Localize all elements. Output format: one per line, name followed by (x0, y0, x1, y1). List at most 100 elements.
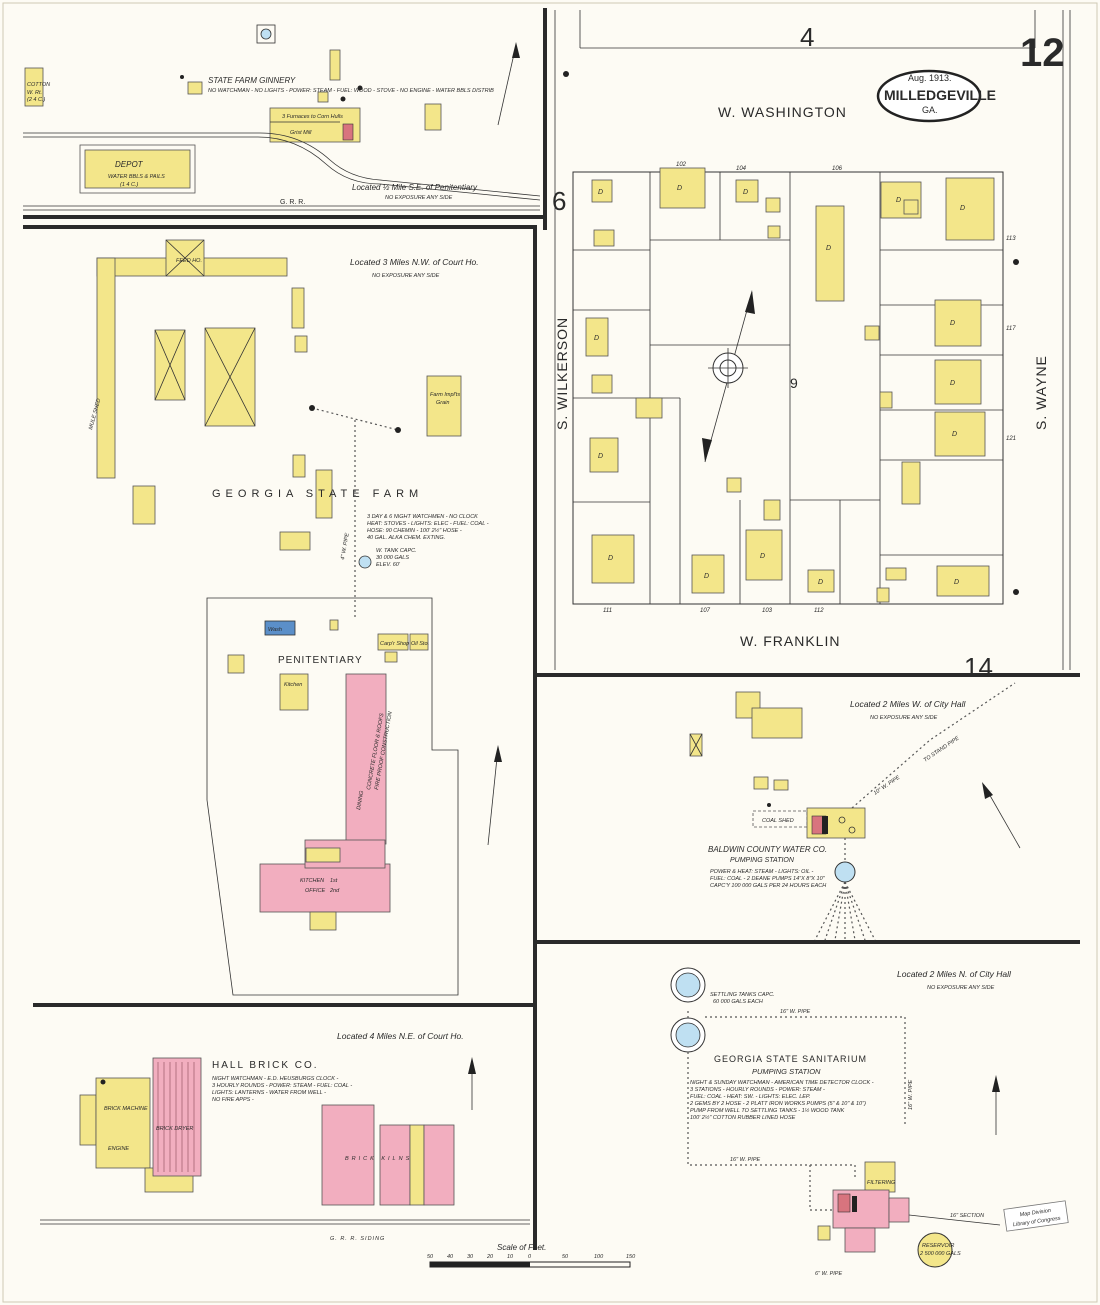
street-s-wilkerson: S. WILKERSON (554, 317, 570, 430)
kitchen-small-label: Kitchen (284, 682, 302, 688)
grain-label: Grain (436, 400, 449, 406)
reservoir-note: 2 500 000 GALS (919, 1251, 961, 1257)
svg-text:50: 50 (427, 1254, 434, 1260)
reservoir-label: RESERVOIR (922, 1243, 954, 1249)
engine-house (79, 1094, 97, 1146)
mule-shed (96, 257, 116, 479)
svg-text:D: D (960, 205, 965, 212)
hall-brick-note-4: NO FIRE APPS - (212, 1097, 254, 1103)
oil-storage (409, 633, 429, 651)
title-cartouche (876, 69, 982, 123)
svg-text:D: D (952, 431, 957, 438)
shed (901, 461, 921, 505)
sanitarium-pipe-3: 16" W. PIPE (730, 1157, 761, 1163)
scale-title: Scale of Feet. (497, 1243, 546, 1252)
svg-text:117: 117 (1006, 326, 1016, 332)
street-w-franklin: W. FRANKLIN (740, 633, 840, 649)
sanitarium-subtitle: PUMPING STATION (752, 1067, 821, 1076)
filtering-label: FILTERING (867, 1180, 896, 1186)
engine-label: ENGINE (108, 1146, 129, 1152)
north-arrow-icon (468, 1057, 476, 1110)
svg-text:104: 104 (736, 166, 747, 172)
shed (876, 587, 890, 603)
cotton-shed (24, 67, 44, 107)
sanitarium-note-4: 2 GEMS BY 2 HOSE - 2 PLATT IRON WORKS PU… (689, 1101, 866, 1107)
state-farm-title: GEORGIA STATE FARM (212, 488, 423, 500)
svg-text:40: 40 (447, 1254, 454, 1260)
dwelling-labels: D D D D D D D D D D D D D D D D (594, 185, 965, 586)
scale-bar: Scale of Feet. 50 40 30 20 10 0 50 100 1… (427, 1243, 636, 1268)
svg-text:D: D (677, 185, 682, 192)
svg-text:D: D (950, 320, 955, 327)
dwelling (815, 205, 845, 302)
section-label: 16" SECTION (950, 1213, 984, 1219)
brick-dryer-label: BRICK DRYER (156, 1126, 193, 1132)
ginnery-title: STATE FARM GINNERY (208, 76, 296, 85)
ginnery-outbuilding (424, 103, 442, 131)
address-labels: 102 104 106 111 107 103 112 113 117 121 (603, 162, 1016, 614)
well-icon (834, 861, 856, 883)
svg-text:106: 106 (832, 166, 843, 172)
water-co-panel: Located 2 Miles W. of City Hall NO EXPOS… (689, 682, 1021, 941)
farm-hose-note: HOSE: 90 CHEMIN - 100' 2½" HOSE - (367, 527, 462, 534)
svg-text:D: D (608, 555, 613, 562)
carpr-shop-label: Carp'r Shop (380, 641, 409, 647)
svg-text:D: D (598, 189, 603, 196)
svg-text:150: 150 (626, 1254, 636, 1260)
svg-text:D: D (896, 197, 901, 204)
lot-lines (573, 172, 1003, 604)
svg-text:112: 112 (814, 608, 824, 614)
svg-text:103: 103 (762, 608, 773, 614)
dwelling (589, 437, 619, 473)
sanitarium-note-3: FUEL: COAL - HEAT: SW. - LIGHTS: ELEC. L… (690, 1094, 810, 1100)
hall-brick-note-3: LIGHTS: LANTERNS - WATER FROM WELL - (212, 1090, 326, 1096)
adjoining-sheet-bottom: 14 (964, 652, 993, 682)
sheet-number: 12 (1020, 31, 1065, 75)
farm-implts-label: Farm Impl'ts (430, 392, 460, 398)
dwelling (934, 299, 982, 347)
hall-brick-location: Located 4 Miles N.E. of Court Ho. (337, 1031, 464, 1041)
shed (879, 391, 893, 409)
svg-text:D: D (594, 335, 599, 342)
farm-shed-5 (315, 469, 333, 519)
svg-text:113: 113 (1006, 236, 1016, 242)
guard-house (329, 619, 339, 631)
block-number-6: 6 (552, 186, 566, 216)
small-shed-pen-2 (384, 651, 398, 663)
water-tank-icon (260, 28, 272, 40)
svg-text:D: D (818, 579, 823, 586)
brick-dryer (152, 1057, 202, 1177)
shed (635, 397, 663, 419)
brick-kiln-1 (321, 1104, 375, 1206)
sheet-date: Aug. 1913. (908, 73, 952, 83)
water-co-location: Located 2 Miles W. of City Hall (850, 699, 967, 709)
dwelling (593, 229, 615, 247)
wash-label: Wash (268, 627, 282, 633)
water-co-title: BALDWIN COUNTY WATER CO. (708, 845, 827, 854)
svg-text:D: D (954, 579, 959, 586)
svg-text:102: 102 (676, 162, 687, 168)
porch-south (309, 911, 337, 931)
water-co-shed-2 (753, 776, 769, 790)
office-floor: 2nd (329, 888, 340, 894)
cotton-note: W. Rt. (27, 90, 42, 96)
dwelling (767, 225, 781, 239)
hydrant-icon (180, 75, 184, 79)
dwelling (745, 529, 783, 581)
water-co-note-1: POWER & HEAT: STEAM - LIGHTS: OIL - (710, 869, 813, 875)
grist-mill-label: Grist Mill (290, 130, 312, 136)
farm-shed-6 (279, 531, 311, 551)
sheet-header: 4 12 Aug. 1913. MILLEDGEVILLE GA. (579, 10, 1065, 123)
panel-dividers (23, 8, 1080, 1250)
office-label: OFFICE (305, 888, 325, 894)
city-block-panel: W. WASHINGTON W. FRANKLIN S. WILKERSON S… (552, 10, 1071, 682)
filter-house (864, 1161, 896, 1193)
street-s-wayne: S. WAYNE (1033, 355, 1049, 430)
water-co-dwelling-2 (751, 707, 803, 739)
state-farm-panel: Located 3 Miles N.W. of Court Ho. NO EXP… (88, 239, 502, 996)
dwelling (934, 359, 982, 405)
tank-platform (256, 24, 276, 44)
gin-label: 3 Furnaces to Corn Hulls (282, 114, 343, 120)
shed (885, 567, 907, 581)
svg-text:121: 121 (1006, 436, 1016, 442)
